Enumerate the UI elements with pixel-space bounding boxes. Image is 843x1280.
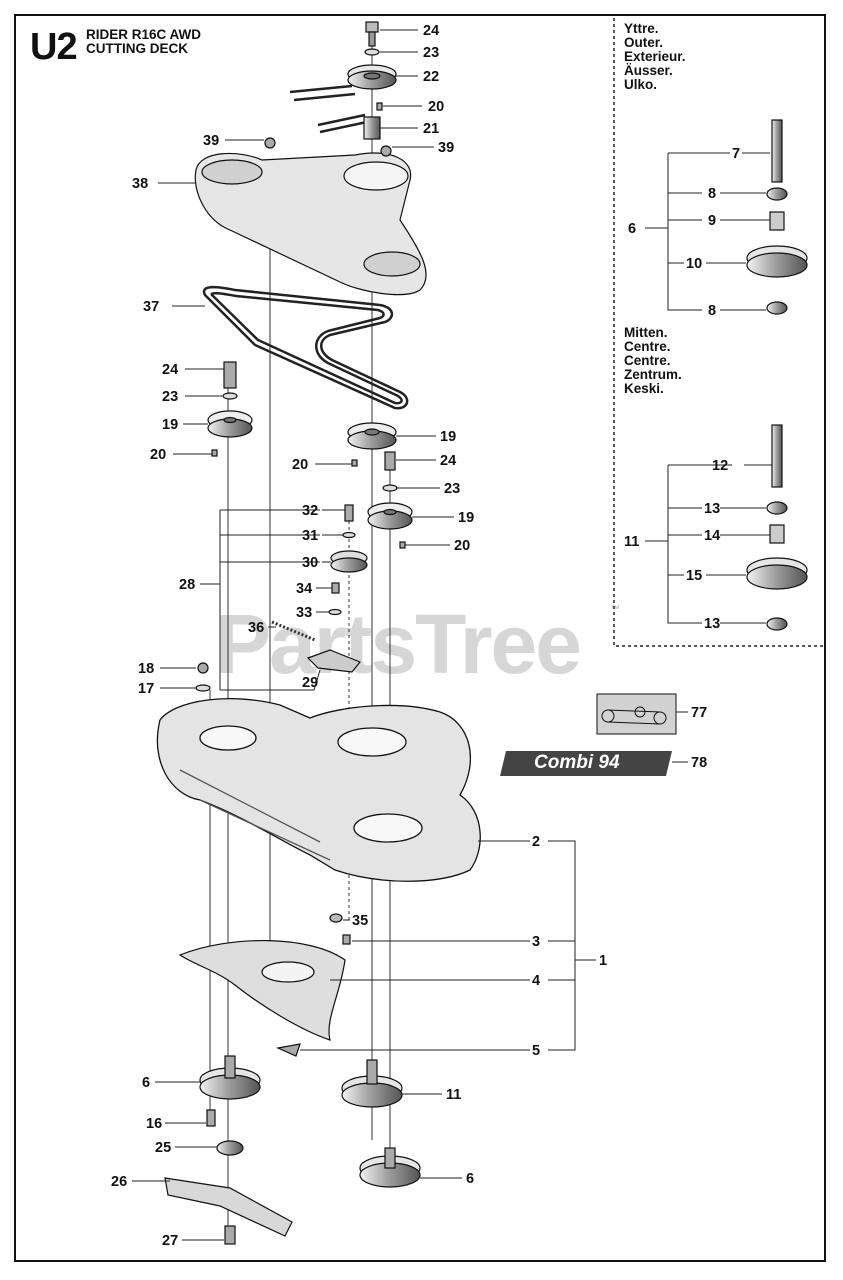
lang-label: Zentrum. — [624, 367, 682, 382]
combi-badge-shape — [500, 751, 672, 776]
lang-label: Ulko. — [624, 77, 658, 92]
part-label: 1 — [599, 953, 607, 969]
part-label: 4 — [532, 973, 540, 989]
cutting-deck — [156, 698, 481, 882]
detail-spindle-outer — [746, 119, 808, 315]
belt-routing-decal — [596, 693, 677, 735]
assembly-title: CUTTING DECK — [86, 41, 188, 56]
tensioner-assembly — [195, 504, 368, 692]
page-frame — [14, 14, 826, 1262]
part-label: 5 — [532, 1043, 540, 1059]
part-label: 12 — [712, 458, 728, 474]
belt-cover — [194, 137, 427, 296]
part-label: 14 — [704, 528, 720, 544]
part-label: 13 — [704, 616, 720, 632]
part-label: 32 — [302, 503, 318, 519]
part-label: 23 — [423, 45, 439, 61]
part-label: 17 — [138, 681, 154, 697]
part-label: 39 — [438, 140, 454, 156]
drive-belts — [202, 84, 409, 410]
part-label: 26 — [111, 1174, 127, 1190]
detail-panel-border — [613, 18, 824, 647]
lang-label: Äusser. — [624, 63, 673, 78]
combi-badge-text: Combi 94 — [534, 752, 620, 773]
part-label: 19 — [458, 510, 474, 526]
part-label: 34 — [296, 581, 312, 597]
section-code: U2 — [30, 26, 78, 68]
part-label: 3 — [532, 934, 540, 950]
part-label: 9 — [708, 213, 716, 229]
lang-label: Keski. — [624, 381, 664, 396]
part-label: 10 — [686, 256, 702, 272]
part-number-labels: 24 23 22 20 21 39 39 38 37 24 23 19 20 1… — [111, 23, 740, 1249]
part-label: 8 — [708, 186, 716, 202]
top-pulley-assembly — [347, 21, 397, 140]
part-label: 25 — [155, 1140, 171, 1156]
lang-label: Yttre. — [624, 21, 659, 36]
part-label: 19 — [440, 429, 456, 445]
part-label: 29 — [302, 675, 318, 691]
part-label: 39 — [203, 133, 219, 149]
lang-label: Exterieur. — [624, 49, 686, 64]
model-title: RIDER R16C AWD — [86, 27, 202, 42]
part-label: 11 — [446, 1087, 461, 1103]
part-label: 7 — [732, 146, 740, 162]
part-label: 21 — [423, 121, 439, 137]
watermark: PartsTree — [215, 597, 582, 691]
part-label: 18 — [138, 661, 154, 677]
lang-label: Centre. — [624, 353, 671, 368]
part-label: 8 — [708, 303, 716, 319]
idler-pulleys — [207, 361, 413, 549]
part-label: 11 — [624, 534, 639, 550]
spindle-assemblies — [164, 1055, 421, 1245]
part-label: 30 — [302, 555, 318, 571]
part-label: 13 — [704, 501, 720, 517]
part-label: 24 — [423, 23, 439, 39]
part-label: 33 — [296, 605, 312, 621]
detail-spindle-center — [746, 424, 808, 631]
part-label: 35 — [352, 913, 368, 929]
lang-label: Centre. — [624, 339, 671, 354]
part-label: 78 — [691, 755, 707, 771]
part-label: 27 — [162, 1233, 178, 1249]
part-label: 31 — [302, 528, 318, 544]
part-label: 24 — [440, 453, 456, 469]
part-label: 15 — [686, 568, 702, 584]
part-label: 28 — [179, 577, 195, 593]
lang-label: Outer. — [624, 35, 664, 50]
part-label: 20 — [292, 457, 308, 473]
part-label: 6 — [142, 1075, 150, 1091]
part-label: 22 — [423, 69, 439, 85]
part-label: 2 — [532, 834, 540, 850]
part-label: 37 — [143, 299, 159, 315]
part-label: 19 — [162, 417, 178, 433]
trademark-symbol: ™ — [610, 604, 620, 615]
part-label: 6 — [466, 1171, 474, 1187]
part-label: 23 — [162, 389, 178, 405]
part-label: 6 — [628, 221, 636, 237]
part-label: 16 — [146, 1116, 162, 1132]
part-label: 24 — [162, 362, 178, 378]
part-label: 20 — [428, 99, 444, 115]
part-label: 23 — [444, 481, 460, 497]
lang-label: Mitten. — [624, 325, 668, 340]
part-label: 20 — [454, 538, 470, 554]
deck-baffle — [178, 913, 351, 1057]
part-label: 36 — [248, 620, 264, 636]
part-label: 38 — [132, 176, 148, 192]
part-label: 77 — [691, 705, 707, 721]
part-label: 20 — [150, 447, 166, 463]
leader-lines — [132, 29, 772, 1241]
